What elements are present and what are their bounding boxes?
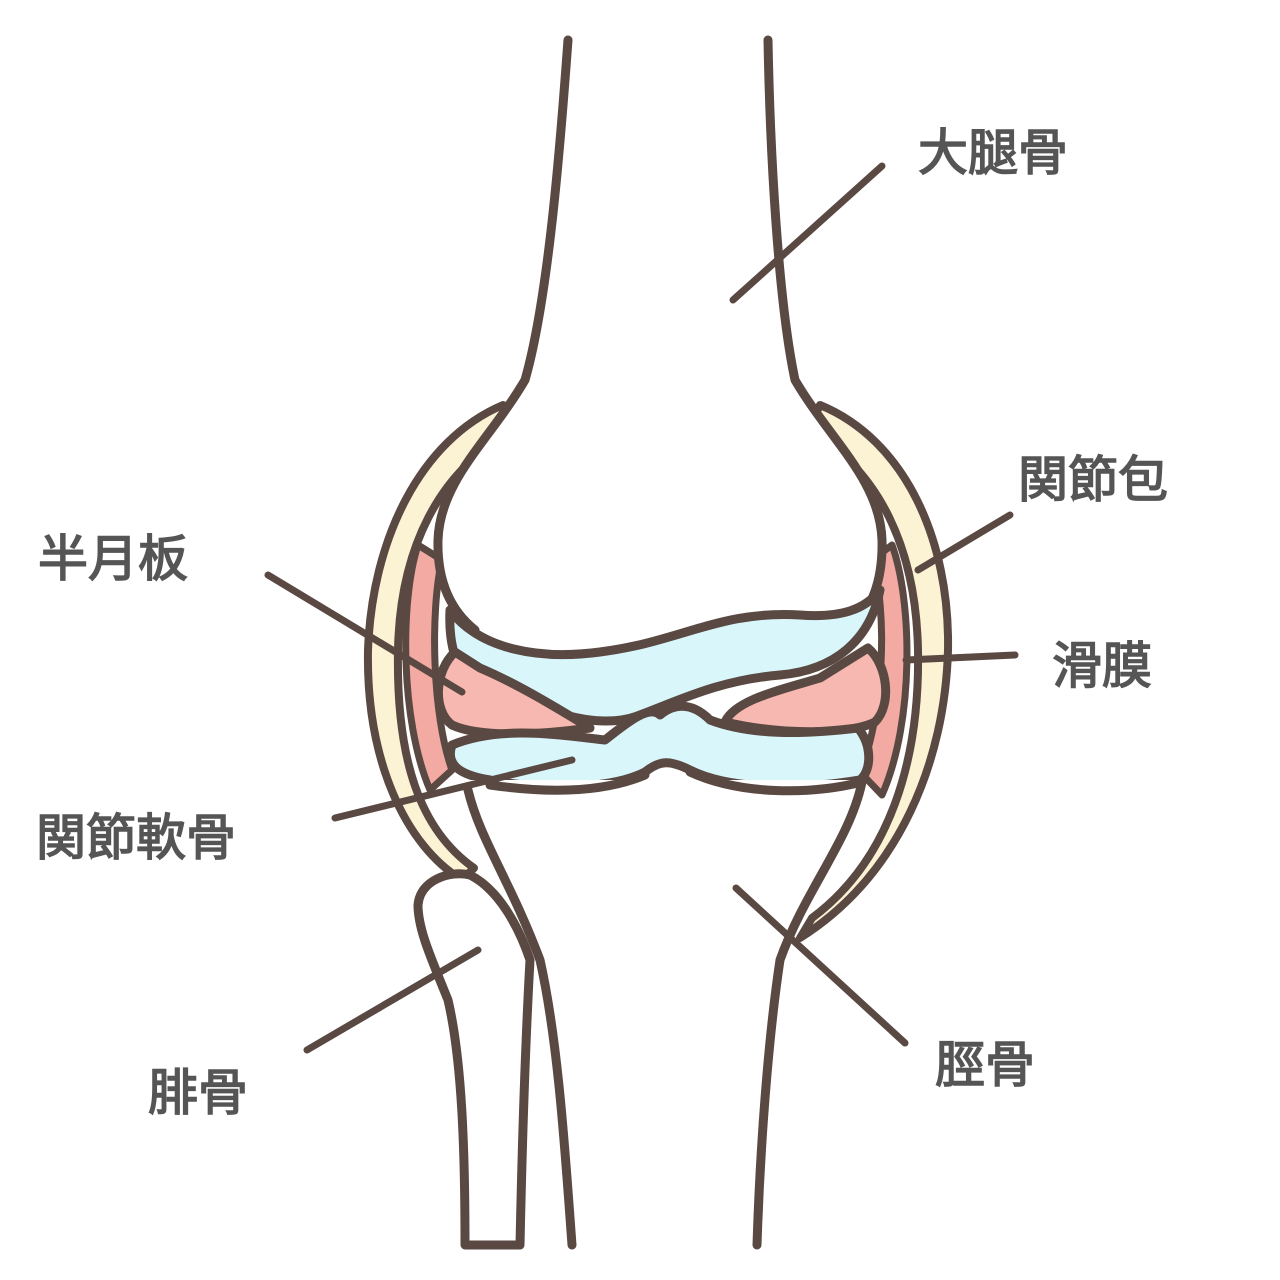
leader-femur (729, 162, 886, 304)
label-synovial-membrane: 滑膜 (1052, 637, 1152, 695)
label-fibula: 腓骨 (148, 1064, 248, 1122)
label-tibia: 脛骨 (935, 1036, 1035, 1094)
leader-fibula (303, 946, 482, 1054)
leader-synovial-membrane (902, 651, 1019, 664)
label-articular-cartilage: 関節軟骨 (36, 809, 236, 867)
leader-tibia (732, 884, 909, 1047)
tibia-plateau-edge-right (685, 767, 867, 796)
synovial-membrane-left (402, 541, 456, 794)
leader-joint-capsule (914, 511, 1014, 574)
leader-meniscus (264, 571, 466, 696)
label-joint-capsule: 関節包 (1018, 451, 1168, 509)
fibula-bone (413, 869, 535, 1250)
femur-left-edge (433, 35, 573, 635)
femur-right-edge (763, 35, 887, 633)
femur-bone (437, 40, 883, 650)
tibia-plateau-edge (485, 770, 650, 795)
tibia-left-edge (463, 785, 577, 1250)
label-femur: 大腿骨 (918, 124, 1068, 182)
tibia-right-edge (752, 777, 867, 1250)
leader-articular-cartilage (331, 756, 576, 822)
label-meniscus: 半月板 (38, 530, 188, 588)
